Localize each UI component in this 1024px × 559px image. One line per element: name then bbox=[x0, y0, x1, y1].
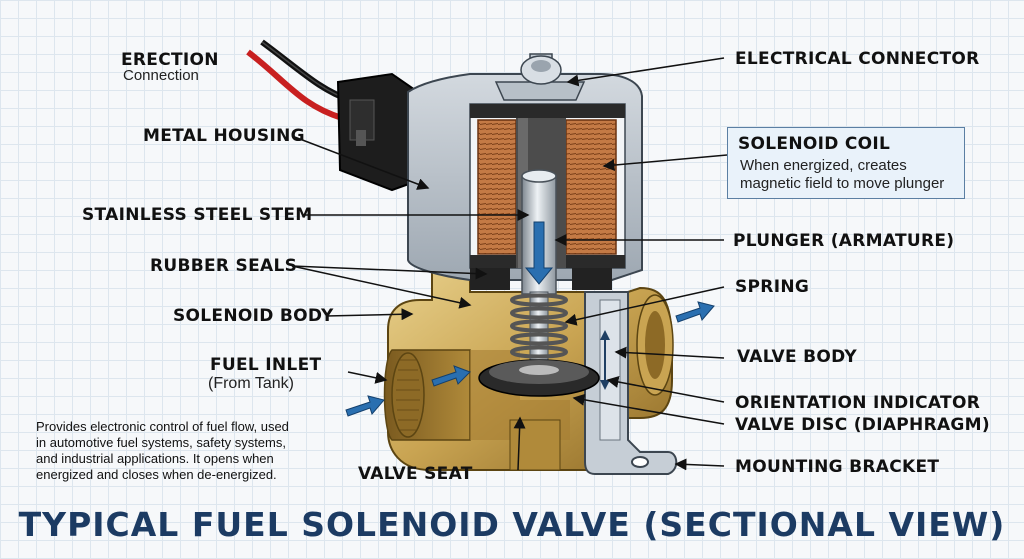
label-orientation-indicator: ORIENTATION INDICATOR bbox=[735, 393, 981, 413]
flow-arrows bbox=[345, 301, 715, 417]
label-coil-desc-2: magnetic field to move plunger bbox=[740, 175, 945, 192]
label-valve-seat: VALVE SEAT bbox=[358, 464, 473, 484]
label-from-tank: (From Tank) bbox=[208, 375, 294, 392]
top-nut bbox=[494, 53, 586, 101]
leader-lines bbox=[291, 57, 728, 471]
label-solenoid-body: SOLENOID BODY bbox=[173, 306, 334, 326]
description-line: energized and closes when de-energized. bbox=[36, 467, 277, 482]
label-coil-desc-1: When energized, creates bbox=[740, 157, 907, 174]
page-title: TYPICAL FUEL SOLENOID VALVE (SECTIONAL V… bbox=[18, 505, 1006, 544]
label-solenoid-coil: SOLENOID COIL bbox=[738, 134, 891, 154]
label-electrical-connector: ELECTRICAL CONNECTOR bbox=[735, 49, 980, 69]
label-stainless-steel-stem: STAINLESS STEEL STEM bbox=[82, 205, 313, 225]
label-valve-body: VALVE BODY bbox=[737, 347, 857, 367]
solenoid-coil-callout bbox=[727, 127, 965, 199]
label-spring: SPRING bbox=[735, 277, 810, 297]
label-erection: ERECTION bbox=[121, 50, 219, 70]
label-fuel-inlet: FUEL INLET bbox=[210, 355, 322, 375]
valve-disc bbox=[478, 359, 600, 397]
description-line: Provides electronic control of fuel flow… bbox=[36, 419, 289, 434]
label-valve-disc: VALVE DISC (DIAPHRAGM) bbox=[735, 415, 990, 435]
description-line: in automotive fuel systems, safety syste… bbox=[36, 435, 286, 450]
label-mounting-bracket: MOUNTING BRACKET bbox=[735, 457, 940, 477]
label-plunger: PLUNGER (ARMATURE) bbox=[733, 231, 955, 251]
description-line: and industrial applications. It opens wh… bbox=[36, 451, 274, 466]
label-rubber-seals: RUBBER SEALS bbox=[150, 256, 298, 276]
wires bbox=[246, 39, 351, 121]
label-connection: Connection bbox=[123, 67, 199, 84]
spring bbox=[510, 293, 569, 359]
mounting-bracket bbox=[584, 291, 678, 475]
description-text: Provides electronic control of fuel flow… bbox=[36, 419, 289, 483]
label-metal-housing: METAL HOUSING bbox=[143, 126, 305, 146]
